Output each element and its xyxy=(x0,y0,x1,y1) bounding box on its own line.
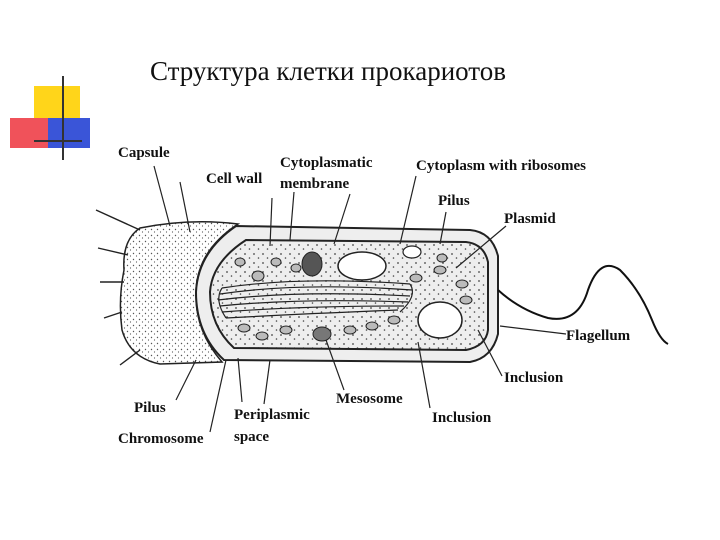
label-mesosome: Mesosome xyxy=(336,391,403,407)
inclusion-shape xyxy=(337,251,387,281)
decor-vertical-line xyxy=(62,76,64,160)
label-cell-wall: Cell wall xyxy=(206,171,262,187)
flagellum-shape xyxy=(497,265,669,345)
label-space: space xyxy=(234,429,269,445)
label-pilus-top: Pilus xyxy=(438,193,470,209)
pili-shapes xyxy=(95,209,141,366)
label-plasmid: Plasmid xyxy=(504,211,556,227)
label-cytoplasm: Cytoplasm with ribosomes xyxy=(416,158,586,174)
decor-blue-square xyxy=(48,118,90,148)
decor-red-square xyxy=(10,118,54,148)
chromosome-shape xyxy=(217,280,413,319)
capsule-shape xyxy=(119,221,241,365)
label-leader-lines xyxy=(153,165,567,433)
label-flagellum: Flagellum xyxy=(566,328,631,344)
decor-yellow-square xyxy=(34,86,80,120)
label-membrane: membrane xyxy=(280,176,349,192)
label-periplasmic: Periplasmic xyxy=(234,407,310,423)
inclusion-shape xyxy=(402,245,422,259)
inclusion-shape xyxy=(417,301,463,339)
decor-horizontal-line xyxy=(34,140,82,142)
label-chromosome: Chromosome xyxy=(118,431,204,447)
label-inclusion-right: Inclusion xyxy=(504,370,564,386)
label-inclusion-bottom: Inclusion xyxy=(432,410,492,426)
slide-title: Структура клетки прокариотов xyxy=(150,56,506,86)
label-pilus-left: Pilus xyxy=(134,400,166,416)
label-capsule: Capsule xyxy=(118,145,170,161)
label-cytoplasmatic: Cytoplasmatic xyxy=(280,155,373,171)
mesosome-shape xyxy=(301,251,332,342)
ribosome-shapes xyxy=(234,253,473,341)
